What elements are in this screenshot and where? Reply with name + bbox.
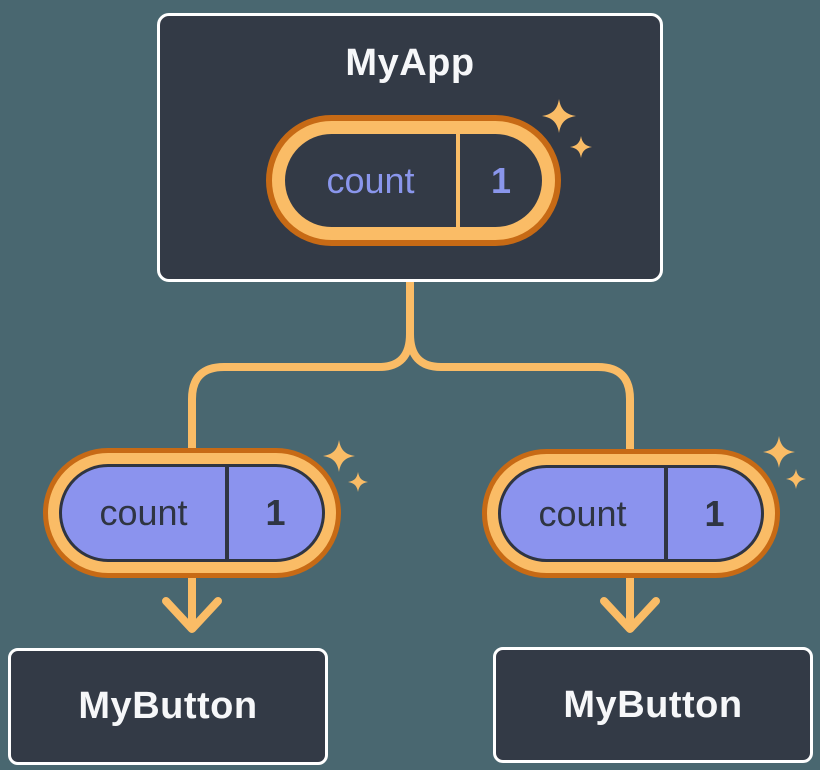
state-pill-right-child: count 1 <box>482 449 780 578</box>
state-value-label: 1 <box>490 159 512 201</box>
pill-divider <box>456 134 460 227</box>
state-pill-root: count 1 <box>266 115 561 246</box>
state-value-label: 1 <box>265 492 286 533</box>
state-pill-right-interior: count 1 <box>498 465 764 562</box>
pill-divider <box>664 468 668 559</box>
sparkle-icon <box>348 472 368 492</box>
node-myapp: MyApp count 1 <box>157 13 663 282</box>
node-mybutton-left-title: MyButton <box>78 685 258 727</box>
arrow-down-icon <box>162 597 222 633</box>
node-mybutton-right-title: MyButton <box>563 683 743 726</box>
state-name-label: count <box>538 492 627 534</box>
state-value-label: 1 <box>704 492 725 534</box>
state-pill-left-interior: count 1 <box>59 464 325 562</box>
sparkle-icon <box>763 436 795 468</box>
node-myapp-title: MyApp <box>345 42 475 84</box>
sparkle-icon <box>323 440 355 472</box>
node-mybutton-left: MyButton <box>8 648 328 765</box>
node-mybutton-right: MyButton <box>493 647 813 763</box>
state-name-label: count <box>99 492 188 533</box>
arrow-down-icon <box>600 597 660 633</box>
sparkle-icon <box>786 469 806 489</box>
state-pill-left-child: count 1 <box>43 448 341 578</box>
state-pill-root-interior: count 1 <box>285 134 542 227</box>
state-name-label: count <box>326 159 415 201</box>
